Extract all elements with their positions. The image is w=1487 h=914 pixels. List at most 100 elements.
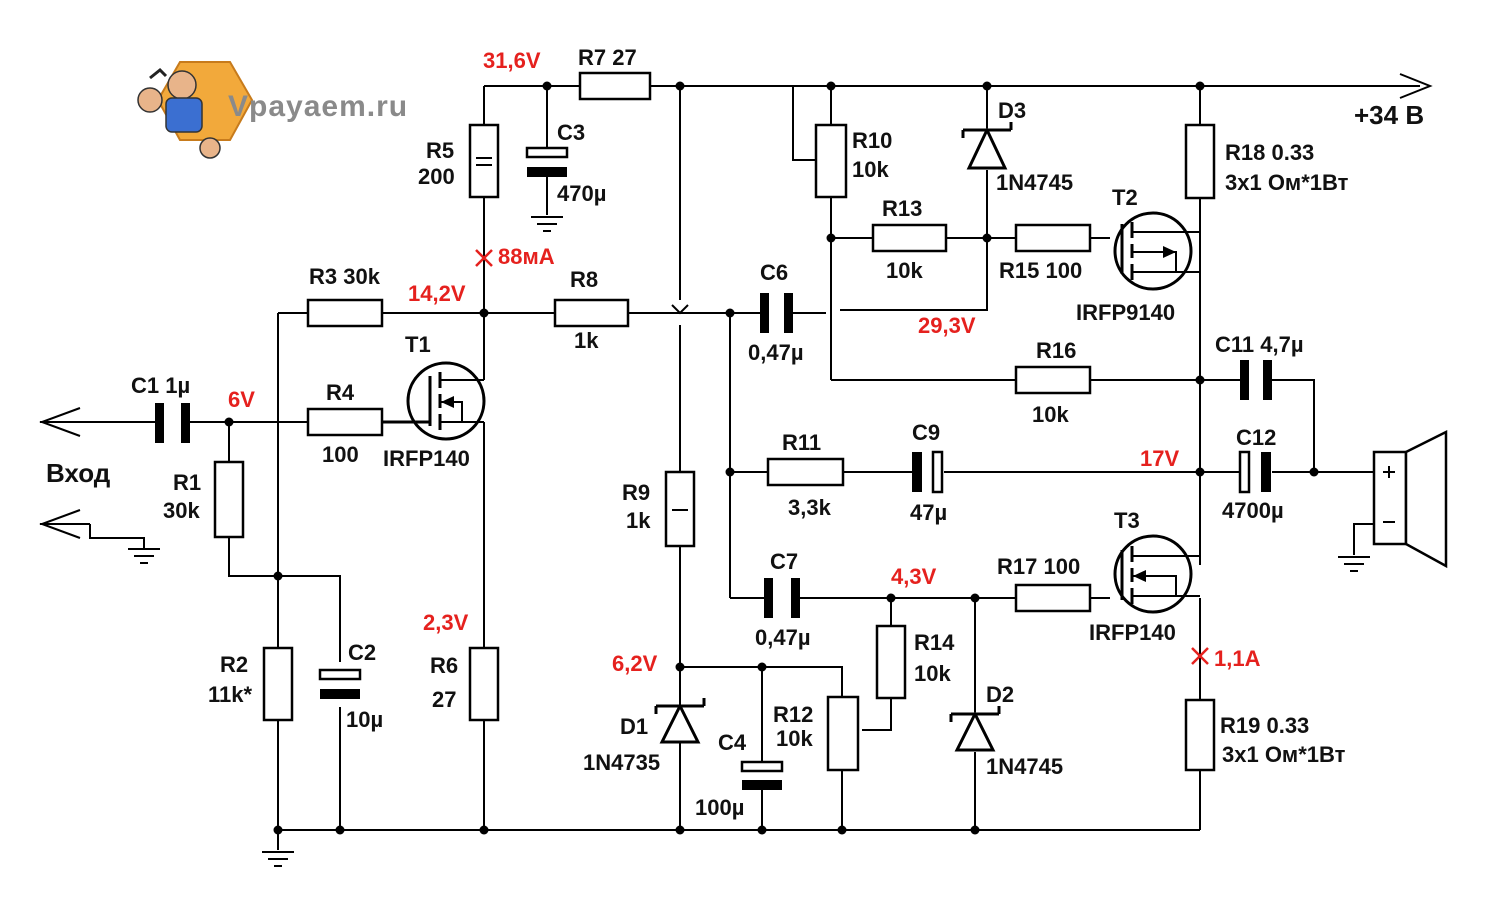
t1-type: IRFP140 xyxy=(383,446,470,471)
t2-type: IRFP9140 xyxy=(1076,300,1175,325)
labels: +34 В Вход C1 1µ R1 30k R2 11k* C2 10µ R… xyxy=(46,45,1424,820)
resistor-r5 xyxy=(468,123,500,199)
c2-value: 10µ xyxy=(346,707,383,732)
capacitor-c4 xyxy=(740,760,784,790)
t3-label: T3 xyxy=(1114,508,1140,533)
supply-arrow-icon xyxy=(1399,73,1433,99)
r7-label: R7 27 xyxy=(578,45,637,70)
t2-label: T2 xyxy=(1112,185,1138,210)
logo-mascot-icon xyxy=(137,61,254,159)
c6-label: C6 xyxy=(760,260,788,285)
diodes xyxy=(654,122,1013,760)
r14-value: 10k xyxy=(914,661,951,686)
r16-value: 10k xyxy=(1032,402,1069,427)
mosfet-t2 xyxy=(1113,211,1200,291)
supply-label: +34 В xyxy=(1354,100,1424,130)
r16-label: R16 xyxy=(1036,338,1076,363)
zener-diode-d3 xyxy=(961,122,1013,170)
c4-label: C4 xyxy=(718,730,747,755)
resistors xyxy=(213,71,1216,772)
c9-label: C9 xyxy=(912,420,940,445)
voltage-6: 6V xyxy=(228,387,255,412)
c12-value: 4700µ xyxy=(1222,498,1284,523)
resistor-r2 xyxy=(262,646,294,722)
junctions xyxy=(224,81,1319,835)
r19-label: R19 0.33 xyxy=(1220,713,1309,738)
c2-label: C2 xyxy=(348,640,376,665)
r11-value: 3,3k xyxy=(788,495,832,520)
resistor-r1 xyxy=(213,460,245,539)
r17-label: R17 100 xyxy=(997,554,1080,579)
d2-type: 1N4745 xyxy=(986,754,1063,779)
voltage-29-3: 29,3V xyxy=(918,313,976,338)
r10-label: R10 xyxy=(852,128,892,153)
resistor-r10 xyxy=(814,123,848,199)
current-1-1a: 1,1А xyxy=(1214,646,1261,671)
input-label: Вход xyxy=(46,458,111,488)
capacitors xyxy=(155,146,1272,790)
resistor-r4 xyxy=(306,407,384,437)
c3-label: C3 xyxy=(557,120,585,145)
c1-label: C1 1µ xyxy=(131,373,190,398)
arrows xyxy=(39,73,1433,539)
c3-value: 470µ xyxy=(557,181,606,206)
r6-label: R6 xyxy=(430,653,458,678)
capacitor-c2 xyxy=(318,668,362,699)
capacitor-c7 xyxy=(764,578,800,618)
wires xyxy=(40,85,1420,850)
c11-label: C11 4,7µ xyxy=(1215,332,1304,357)
r5-label: R5 xyxy=(426,138,454,163)
logo-text: Vpayaem.ru xyxy=(228,90,408,123)
zener-diode-d1 xyxy=(654,698,706,760)
capacitor-c11 xyxy=(1240,360,1272,400)
r1-value: 30k xyxy=(163,498,200,523)
r8-label: R8 xyxy=(570,267,598,292)
r6-value: 27 xyxy=(432,687,456,712)
mosfet-t1 xyxy=(382,361,486,441)
capacitor-c9 xyxy=(912,450,944,494)
d2-label: D2 xyxy=(986,682,1014,707)
t1-label: T1 xyxy=(405,332,431,357)
r18-label: R18 0.33 xyxy=(1225,140,1314,165)
r9-label: R9 xyxy=(622,480,650,505)
resistor-r12 xyxy=(826,695,860,772)
r5-value: 200 xyxy=(418,164,455,189)
resistor-r8 xyxy=(553,298,630,328)
capacitor-c3 xyxy=(525,146,569,177)
mosfet-t3 xyxy=(1113,534,1200,614)
r12-label: R12 xyxy=(773,702,813,727)
r2-label: R2 xyxy=(220,652,248,677)
c6-value: 0,47µ xyxy=(748,340,804,365)
r13-value: 10k xyxy=(886,258,923,283)
r4-value: 100 xyxy=(322,442,359,467)
r10-value: 10k xyxy=(852,157,889,182)
voltage-31-6: 31,6V xyxy=(483,48,541,73)
measurement-markers xyxy=(475,249,1209,665)
r14-label: R14 xyxy=(914,630,955,655)
resistor-r11 xyxy=(766,457,845,487)
voltage-2-3: 2,3V xyxy=(423,610,469,635)
ground-icon xyxy=(1338,556,1370,572)
grounds xyxy=(89,216,1370,867)
d3-label: D3 xyxy=(998,98,1026,123)
t3-type: IRFP140 xyxy=(1089,620,1176,645)
c4-value: 100µ xyxy=(695,795,744,820)
r8-value: 1k xyxy=(574,328,599,353)
resistor-r19 xyxy=(1184,698,1216,772)
c9-value: 47µ xyxy=(910,500,947,525)
capacitor-c1 xyxy=(155,403,190,443)
r11-label: R11 xyxy=(782,430,821,455)
current-probe-icon xyxy=(475,249,493,267)
d1-label: D1 xyxy=(620,714,648,739)
r13-label: R13 xyxy=(882,196,922,221)
voltage-17: 17V xyxy=(1140,446,1179,471)
r9-value: 1k xyxy=(626,508,651,533)
d1-type: 1N4735 xyxy=(583,750,660,775)
voltage-14-2: 14,2V xyxy=(408,281,466,306)
c7-value: 0,47µ xyxy=(755,625,811,650)
r1-label: R1 xyxy=(173,470,201,495)
r19-value: 3х1 Ом*1Вт xyxy=(1222,742,1346,767)
d3-type: 1N4745 xyxy=(996,170,1073,195)
input-arrow-icon xyxy=(39,407,81,437)
